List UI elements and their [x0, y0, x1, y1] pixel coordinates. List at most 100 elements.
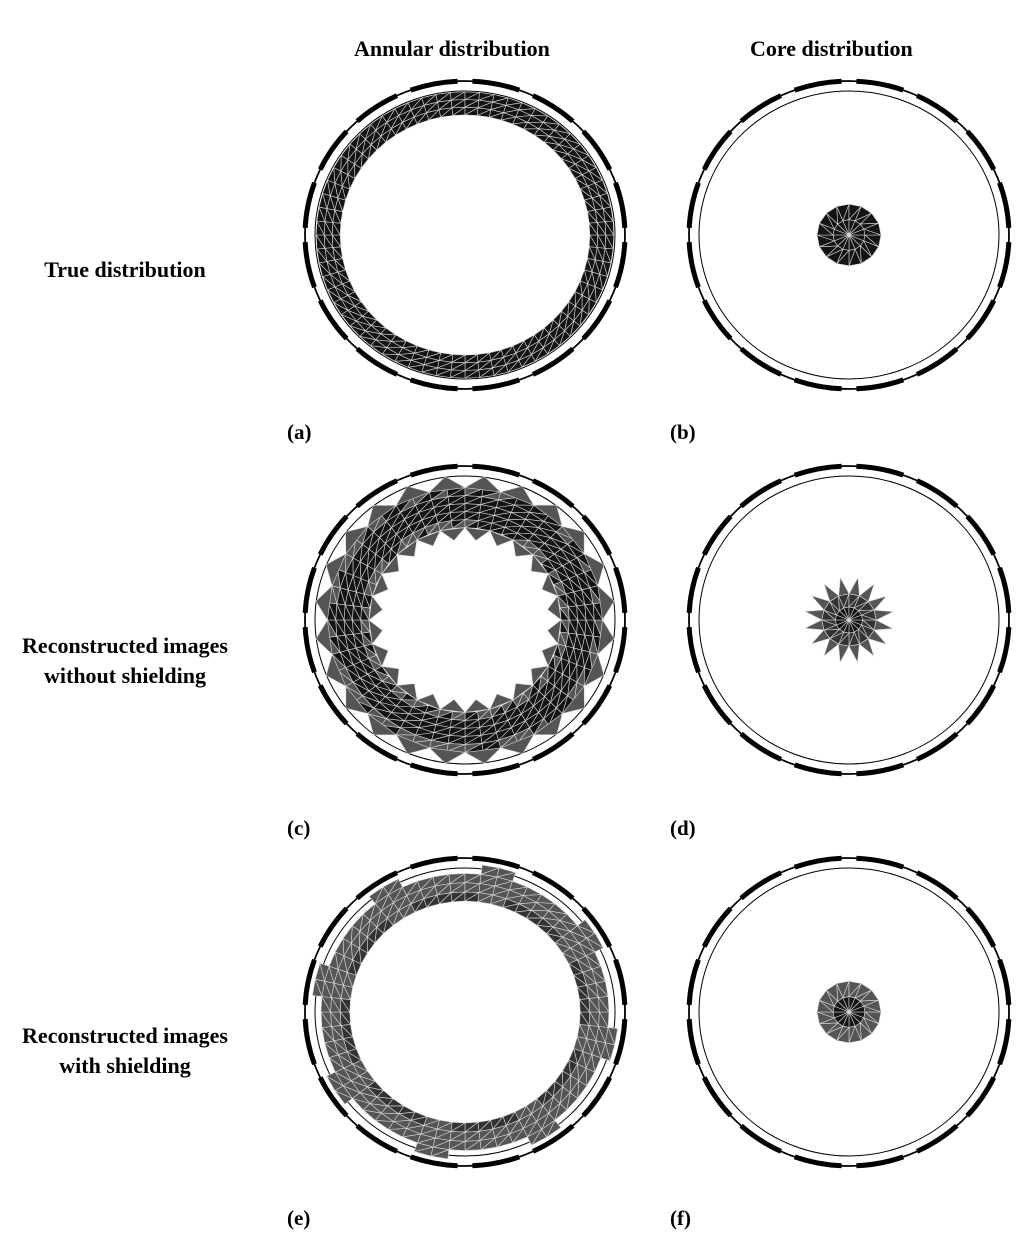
electrode: [531, 93, 575, 124]
mesh-element: [579, 998, 591, 1013]
panel-label-f: (f): [670, 1206, 691, 1230]
mesh-element: [848, 643, 860, 664]
mesh-element: [489, 530, 514, 547]
electrode: [581, 514, 613, 556]
electrode: [472, 1154, 521, 1169]
electrode: [686, 958, 701, 1006]
electrode: [472, 855, 521, 870]
electrode: [856, 463, 905, 478]
mesh-element: [395, 734, 431, 755]
electrode: [409, 377, 458, 392]
outer-boundary: [304, 465, 626, 775]
inner-boundary: [698, 867, 1000, 1157]
outer-boundary: [688, 80, 1010, 390]
mesh-element: [439, 527, 466, 542]
panel-label-e: (e): [287, 1206, 311, 1230]
mesh-element: [530, 553, 549, 575]
electrode: [686, 566, 701, 614]
panel-d-core-reconstructed: [686, 463, 1012, 777]
electrode: [613, 181, 628, 229]
electrode: [793, 463, 842, 478]
mesh-element: [371, 643, 389, 668]
mesh-element: [596, 221, 607, 236]
electrode: [302, 626, 317, 674]
outer-boundary: [688, 857, 1010, 1167]
electrode: [686, 626, 701, 674]
electrode: [355, 478, 399, 509]
mesh-element: [368, 619, 383, 645]
mesh-element: [598, 996, 610, 1013]
electrode: [965, 514, 997, 556]
mesh-element: [559, 606, 570, 621]
mesh-element: [867, 629, 888, 645]
mesh-element: [838, 576, 850, 597]
electrode: [409, 762, 458, 777]
electrode: [355, 1123, 399, 1154]
mesh-element: [396, 539, 418, 557]
electrode: [793, 377, 842, 392]
electrode: [302, 958, 317, 1006]
electrode: [317, 299, 349, 341]
electrode: [581, 129, 613, 171]
mesh-element: [541, 643, 559, 667]
panel-b-core-true: [686, 78, 1012, 392]
electrode: [317, 1076, 349, 1118]
electrode: [915, 346, 959, 377]
mesh-element: [367, 712, 398, 736]
column-header-core: Core distribution: [750, 36, 913, 61]
mesh-element: [463, 476, 502, 493]
electrode: [965, 129, 997, 171]
mesh-element: [583, 553, 605, 587]
inner-boundary: [698, 475, 1000, 765]
mesh-element: [499, 733, 535, 755]
electrode: [701, 299, 733, 341]
electrode: [686, 1018, 701, 1066]
electrode: [686, 241, 701, 289]
mesh-element: [512, 539, 534, 557]
mesh-element: [428, 747, 467, 764]
electrode: [965, 684, 997, 726]
outer-boundary: [304, 857, 626, 1167]
electrode: [531, 870, 575, 901]
electrode: [997, 241, 1012, 289]
electrode: [739, 346, 783, 377]
electrode: [997, 566, 1012, 614]
mesh-element: [345, 685, 369, 715]
mesh-element: [464, 747, 502, 764]
mesh-element: [604, 220, 615, 236]
electrode: [856, 855, 905, 870]
mesh-element: [823, 583, 840, 602]
panel-e-annular-reconstructed-shielded: [302, 855, 628, 1169]
mesh-element: [532, 712, 563, 736]
mesh-element: [499, 485, 535, 506]
panel-label-b: (b): [670, 420, 696, 444]
electrode: [915, 93, 959, 124]
mesh-element: [561, 525, 585, 555]
electrode: [613, 958, 628, 1006]
electrode: [997, 181, 1012, 229]
mesh-element: [464, 527, 491, 542]
inner-boundary: [314, 90, 616, 380]
mesh-element: [413, 1142, 434, 1152]
electrode: [793, 1154, 842, 1169]
electrode: [531, 346, 575, 377]
mesh-element: [464, 698, 491, 713]
electrode: [409, 78, 458, 93]
mesh-element: [597, 619, 615, 656]
electrode: [581, 684, 613, 726]
mesh-element: [527, 1128, 543, 1146]
mesh-element: [858, 638, 875, 657]
mesh-element: [367, 504, 398, 528]
electrode: [613, 1018, 628, 1066]
electrode: [613, 241, 628, 289]
electrode: [739, 478, 783, 509]
mesh-element: [395, 485, 431, 507]
mesh-element: [586, 937, 605, 953]
mesh-element: [532, 504, 563, 528]
panel-label-d: (d): [670, 816, 696, 840]
electrode: [856, 1154, 905, 1169]
mesh-element: [568, 605, 579, 621]
row-label-true-distribution: True distribution: [0, 255, 250, 285]
mesh-element: [576, 604, 587, 621]
mesh-element: [561, 685, 585, 715]
